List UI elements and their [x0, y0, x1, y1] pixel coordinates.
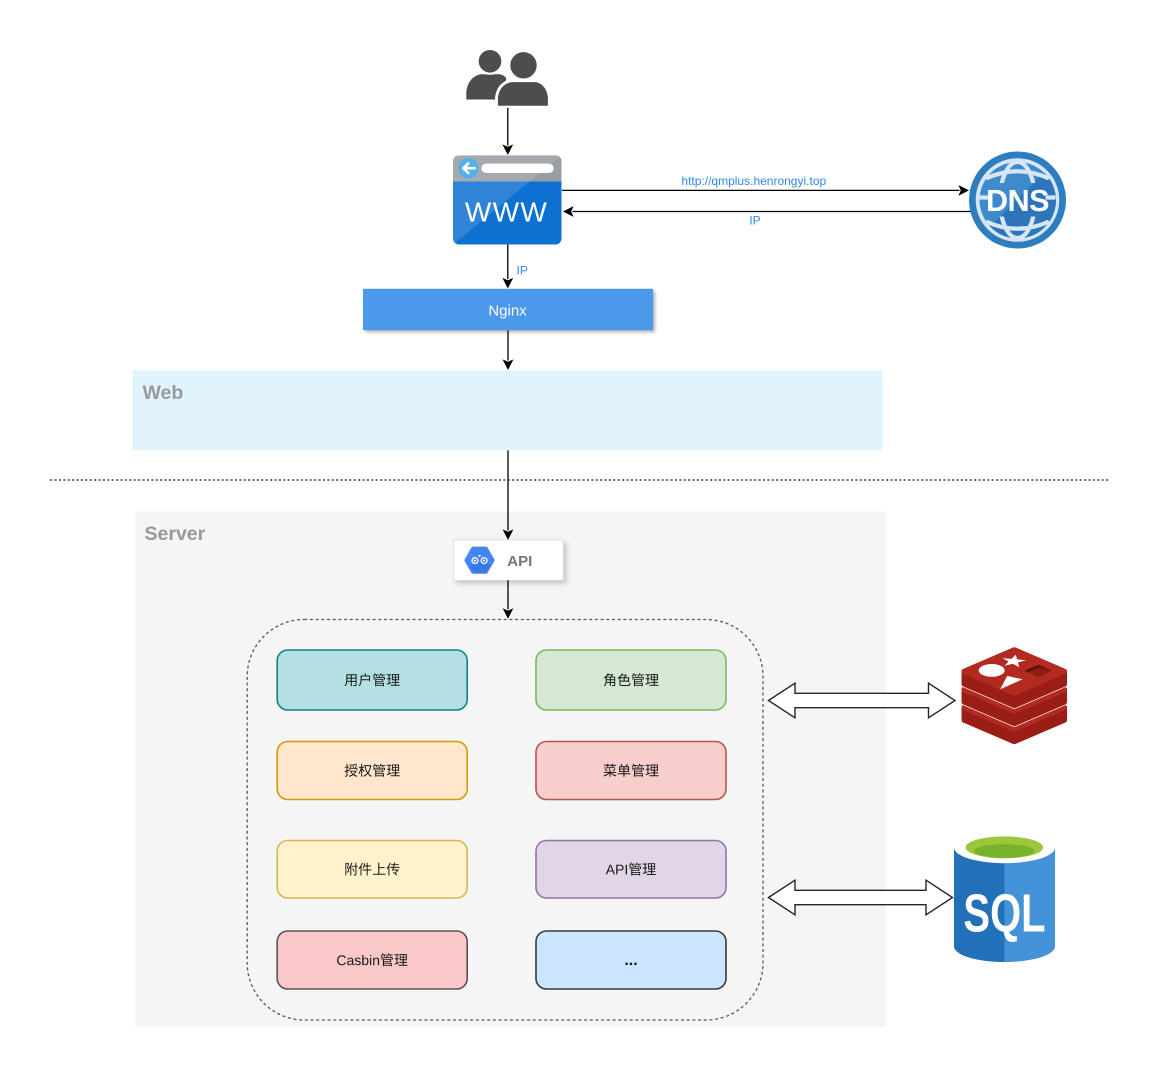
svg-text:IP: IP [749, 214, 760, 228]
svg-text:API: API [507, 553, 532, 570]
svg-text:DNS: DNS [986, 184, 1049, 218]
svg-text:Server: Server [145, 523, 206, 545]
svg-text:WWW: WWW [465, 196, 548, 227]
svg-text:Nginx: Nginx [488, 303, 527, 320]
svg-text:http://qmplus.henrongyi.top: http://qmplus.henrongyi.top [681, 174, 826, 188]
svg-text:...: ... [624, 952, 637, 969]
svg-text:Web: Web [143, 382, 184, 404]
svg-text:SQL: SQL [963, 884, 1045, 944]
svg-text:IP: IP [517, 263, 528, 277]
